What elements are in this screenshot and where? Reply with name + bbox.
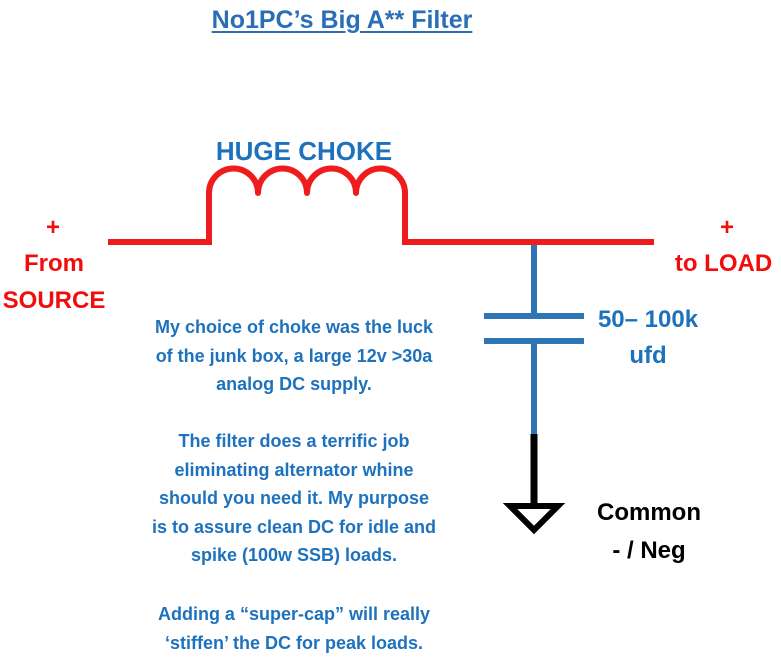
- source-label-from: From: [24, 250, 84, 277]
- ground-symbol: [502, 503, 566, 535]
- source-plus-sign: +: [45, 214, 60, 241]
- note-line: ‘stiffen’ the DC for peak loads.: [164, 632, 424, 653]
- note-paragraph-choke: My choice of choke was the luck of the j…: [118, 313, 470, 399]
- ground-label-common: Common: [597, 499, 701, 526]
- note-line: My choice of choke was the luck: [154, 317, 434, 337]
- choke-inductor: [206, 165, 408, 245]
- page-title: No1PC’s Big A** Filter: [211, 6, 473, 34]
- note-line: is to assure clean DC for idle and: [151, 516, 437, 537]
- note-line: should you need it. My purpose: [158, 488, 430, 509]
- note-paragraph-purpose: The filter does a terrific job eliminati…: [118, 427, 470, 570]
- load-label: to LOAD: [674, 250, 773, 277]
- note-line: The filter does a terrific job: [178, 431, 410, 451]
- choke-label: HUGE CHOKE: [215, 136, 393, 166]
- load-plus-sign: +: [719, 214, 734, 241]
- note-line: of the junk box, a large 12v >30a: [155, 345, 433, 366]
- note-line: Adding a “super-cap” will really: [157, 604, 431, 624]
- note-line: analog DC supply.: [216, 374, 372, 395]
- note-paragraph-supercap: Adding a “super-cap” will really ‘stiffe…: [118, 600, 470, 657]
- ground-label-neg: - / Neg: [612, 537, 686, 564]
- capacitor-value: 50– 100k: [597, 306, 699, 333]
- note-line: spike (100w SSB) loads.: [190, 545, 398, 566]
- note-line: eliminating alternator whine: [174, 459, 414, 480]
- capacitor-unit: ufd: [629, 342, 667, 369]
- source-label-source: SOURCE: [2, 287, 106, 314]
